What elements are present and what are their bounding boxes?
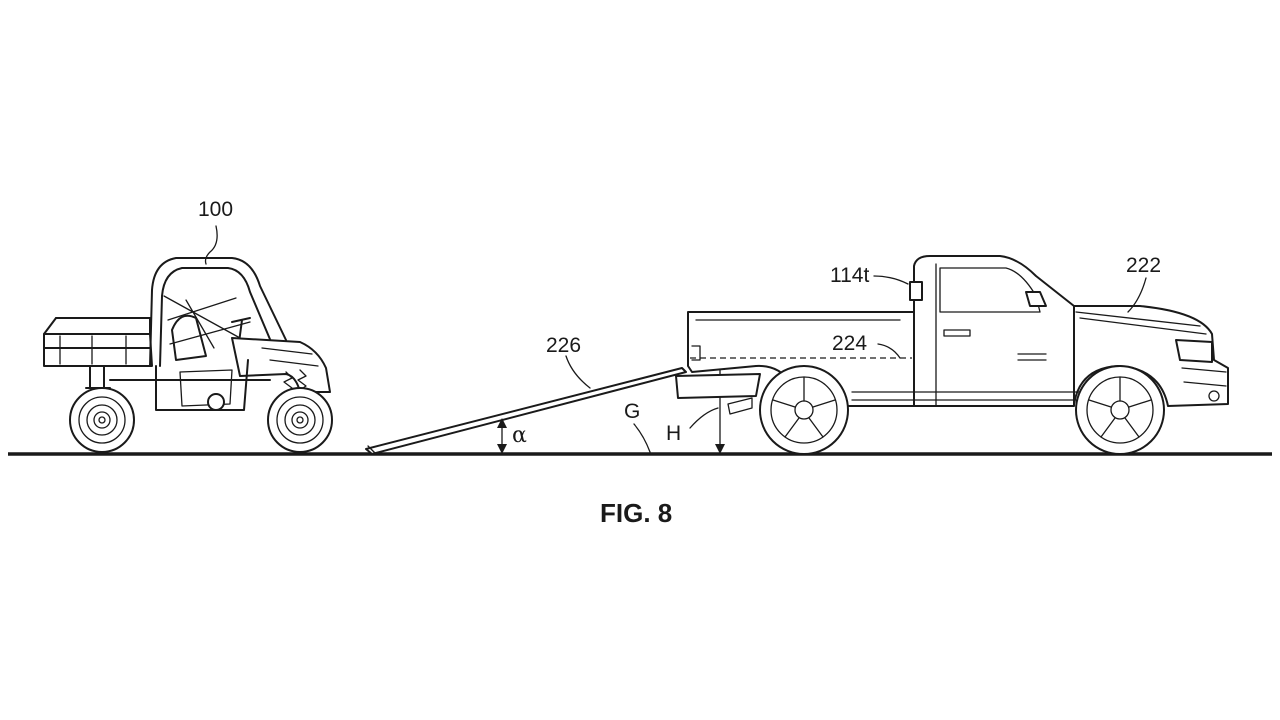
label-226: 226 [546,334,581,357]
pickup-truck [675,255,1229,455]
label-114t: 114t [830,264,869,287]
leader-H [689,407,719,429]
leader-222 [1127,277,1147,313]
label-G: G [624,400,640,423]
truck-front-wheel [1075,365,1165,455]
utility-vehicle [43,257,333,453]
angle-arrow [497,418,507,454]
leader-226 [565,355,591,389]
label-222: 222 [1126,254,1161,277]
label-alpha: α [512,423,527,448]
label-224: 224 [832,332,867,355]
truck-rear-wheel [759,365,849,455]
ramp [365,367,687,455]
utv-front-wheel [267,387,333,453]
leader-114t [873,275,909,285]
utv-rear-wheel [69,387,135,453]
label-100: 100 [198,198,233,221]
leader-224 [877,343,901,359]
label-H: H [666,422,681,445]
leader-100 [204,225,218,265]
figure-caption: FIG. 8 [600,498,672,528]
leader-G [633,423,651,453]
